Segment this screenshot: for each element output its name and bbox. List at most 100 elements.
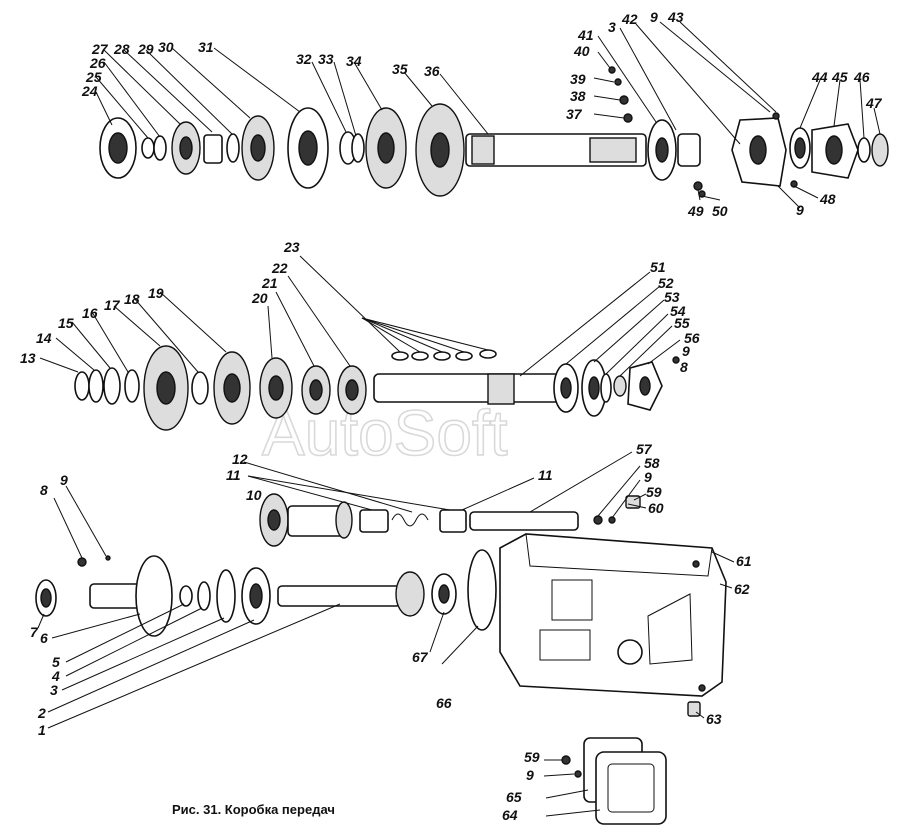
part-bearing-11-left — [359, 509, 389, 533]
callout-number: 20 — [251, 290, 268, 306]
callout-number: 48 — [819, 191, 836, 207]
part-gear-27 — [171, 121, 201, 175]
callout-number: 32 — [296, 51, 312, 67]
callout-number: 66 — [436, 695, 452, 711]
callout-number: 30 — [158, 39, 174, 55]
callout-number: 5 — [52, 654, 60, 670]
part-bearing-15 — [103, 367, 121, 405]
part-bolt-59-cover — [561, 755, 571, 765]
callout-number: 58 — [644, 455, 660, 471]
callout-number: 26 — [89, 55, 106, 71]
callout-number: 8 — [40, 482, 48, 498]
callout-number: 22 — [271, 260, 288, 276]
part-spring-12 — [391, 513, 429, 527]
callout-number: 51 — [650, 259, 666, 275]
part-ring-13 — [74, 371, 90, 401]
part-bearing-67 — [431, 573, 457, 615]
part-nut-39 — [614, 78, 622, 86]
part-bearing-52 — [553, 363, 579, 413]
part-cover-6 — [89, 555, 173, 637]
part-washer-9-cover — [574, 770, 582, 778]
part-bearing-2 — [241, 567, 271, 625]
callout-number: 1 — [38, 722, 46, 738]
part-ring-26 — [153, 135, 167, 161]
callout-number: 18 — [124, 291, 140, 307]
part-washer-25 — [141, 137, 155, 159]
leader-lines — [37, 21, 881, 817]
input-shaft-assembly — [35, 549, 497, 637]
callout-number: 56 — [684, 330, 700, 346]
callout-number: 6 — [40, 630, 48, 646]
part-plate-58 — [593, 515, 603, 525]
callout-number: 60 — [648, 500, 664, 516]
part-bearing-41 — [647, 119, 677, 181]
callout-number: 13 — [20, 350, 36, 366]
callout-number: 24 — [81, 83, 98, 99]
callout-number: 50 — [712, 203, 728, 219]
part-ring-5 — [179, 585, 193, 607]
part-gear-20 — [259, 357, 293, 419]
part-cover-assembly — [561, 737, 667, 825]
part-synchronizer-31 — [287, 107, 329, 189]
callout-number: 9 — [682, 343, 690, 359]
callout-number: 9 — [796, 202, 804, 218]
callout-number: 17 — [104, 297, 121, 313]
callout-number: 10 — [246, 487, 262, 503]
part-flange-24 — [99, 117, 137, 179]
part-gear-10 — [259, 493, 289, 547]
callout-number: 23 — [283, 239, 300, 255]
part-bolt-9-middle — [672, 356, 680, 364]
callout-number: 49 — [687, 203, 704, 219]
callout-number: 61 — [736, 553, 752, 569]
part-gear-small — [335, 501, 353, 539]
part-input-shaft-1 — [277, 571, 425, 617]
part-ring-29 — [226, 133, 240, 163]
part-bolt-40 — [608, 66, 616, 74]
part-gear-34 — [365, 107, 407, 189]
callout-number: 64 — [502, 807, 518, 823]
callout-number: 44 — [811, 69, 828, 85]
callout-number: 11 — [538, 467, 553, 483]
callout-number: 36 — [424, 63, 440, 79]
part-gear-30 — [241, 115, 275, 181]
countershaft-assembly — [259, 493, 641, 547]
part-mainshaft-51 — [373, 373, 561, 405]
callout-number: 52 — [658, 275, 674, 291]
part-nut-55 — [613, 375, 627, 397]
callout-number: 28 — [113, 41, 130, 57]
callout-number: 35 — [392, 61, 408, 77]
callout-number: 11 — [226, 467, 241, 483]
part-gear-21 — [301, 365, 331, 415]
callout-number: 9 — [644, 469, 652, 485]
callout-number: 9 — [60, 472, 68, 488]
callout-number: 25 — [85, 69, 102, 85]
figure-caption: Рис. 31. Коробка передач — [172, 802, 335, 817]
part-axle-57 — [469, 511, 579, 531]
part-bolt-48 — [790, 180, 798, 188]
part-ring-18 — [191, 371, 209, 405]
part-shaft-36 — [465, 133, 647, 167]
callout-number: 38 — [570, 88, 586, 104]
callout-number: 19 — [148, 285, 164, 301]
callout-number: 53 — [664, 289, 680, 305]
part-bolt-49 — [693, 181, 703, 191]
part-gasket-66 — [467, 549, 497, 631]
callout-number: 42 — [621, 11, 638, 27]
part-bolt-9-lower — [608, 516, 616, 524]
callout-number: 63 — [706, 711, 722, 727]
part-ball-37 — [623, 113, 633, 123]
callout-number: 54 — [670, 303, 686, 319]
part-bearing-7 — [35, 579, 57, 617]
part-seal-44 — [789, 127, 811, 169]
middle-shaft-assembly — [74, 345, 680, 431]
part-housing-61 — [499, 533, 727, 697]
part-bolt-43 — [772, 112, 780, 120]
part-gear-22 — [337, 365, 367, 415]
part-nut-47 — [871, 133, 889, 167]
part-ring-33 — [351, 133, 365, 163]
callout-number: 3 — [608, 19, 616, 35]
callout-number: 46 — [853, 69, 870, 85]
callout-number: 27 — [91, 41, 109, 57]
part-gear-17 — [143, 345, 189, 431]
